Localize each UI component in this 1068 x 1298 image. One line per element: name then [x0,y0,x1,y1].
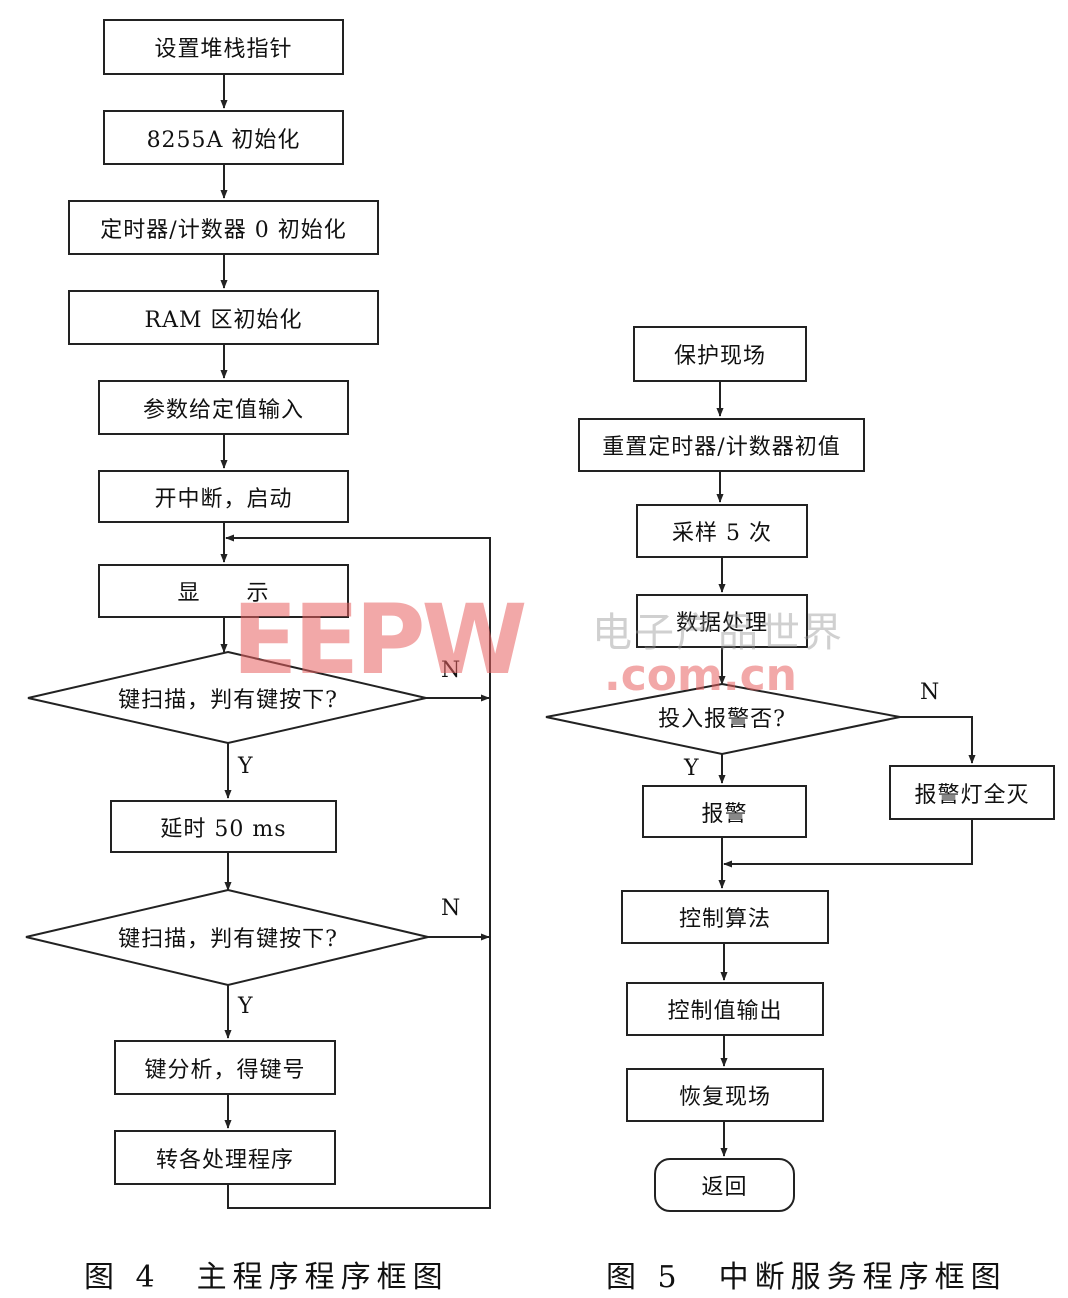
step-display: 显 示 [98,564,349,618]
label-no-scan-2: N [441,896,461,921]
label-yes-scan-2: Y [238,994,253,1019]
step-key-analysis: 键分析，得键号 [114,1040,336,1095]
loop-back-line [225,534,491,1209]
label-no-alarm: N [920,680,940,705]
step-control-algorithm: 控制算法 [621,890,829,944]
step-alarm-lights-off: 报警灯全灭 [889,765,1055,820]
step-return: 返回 [654,1158,795,1212]
step-dispatch-handlers: 转各处理程序 [114,1130,336,1185]
step-param-input: 参数给定值输入 [98,380,349,435]
step-delay-50ms: 延时 50 ms [110,800,337,853]
step-timer-counter-init: 定时器/计数器 0 初始化 [68,200,379,255]
step-ram-init: RAM 区初始化 [68,290,379,345]
step-restore-context: 恢复现场 [626,1068,824,1122]
label-yes-alarm: Y [684,756,699,781]
decision-diamond-alarm-check [545,682,901,756]
decision-label-key-scan-1: 键扫描，判有键按下? [118,688,338,713]
decision-label-key-scan-2: 键扫描，判有键按下? [118,927,338,952]
label-yes-scan-1: Y [238,754,253,779]
label-no-scan-1: N [441,658,461,683]
step-enable-interrupt: 开中断，启动 [98,470,349,523]
step-set-stack-pointer: 设置堆栈指针 [103,19,344,75]
arrow-check-no-to-lights [900,716,976,764]
step-8255a-init: 8255A 初始化 [103,110,344,165]
step-control-output: 控制值输出 [626,982,824,1036]
figure5-caption: 图 5 中断服务程序框图 [606,1260,1007,1295]
decision-diamond-key-scan-1 [27,650,427,745]
arrow-lights-to-merge [723,820,973,868]
figure4-caption: 图 4 主程序程序框图 [84,1260,449,1295]
decision-diamond-key-scan-2 [25,888,429,987]
decision-label-alarm-check: 投入报警否? [658,707,786,732]
step-alarm: 报警 [642,785,807,838]
step-sample-5: 采样 5 次 [636,504,808,558]
step-reset-timer: 重置定时器/计数器初值 [578,418,865,472]
step-data-processing: 数据处理 [636,594,808,648]
step-save-context: 保护现场 [633,326,807,382]
